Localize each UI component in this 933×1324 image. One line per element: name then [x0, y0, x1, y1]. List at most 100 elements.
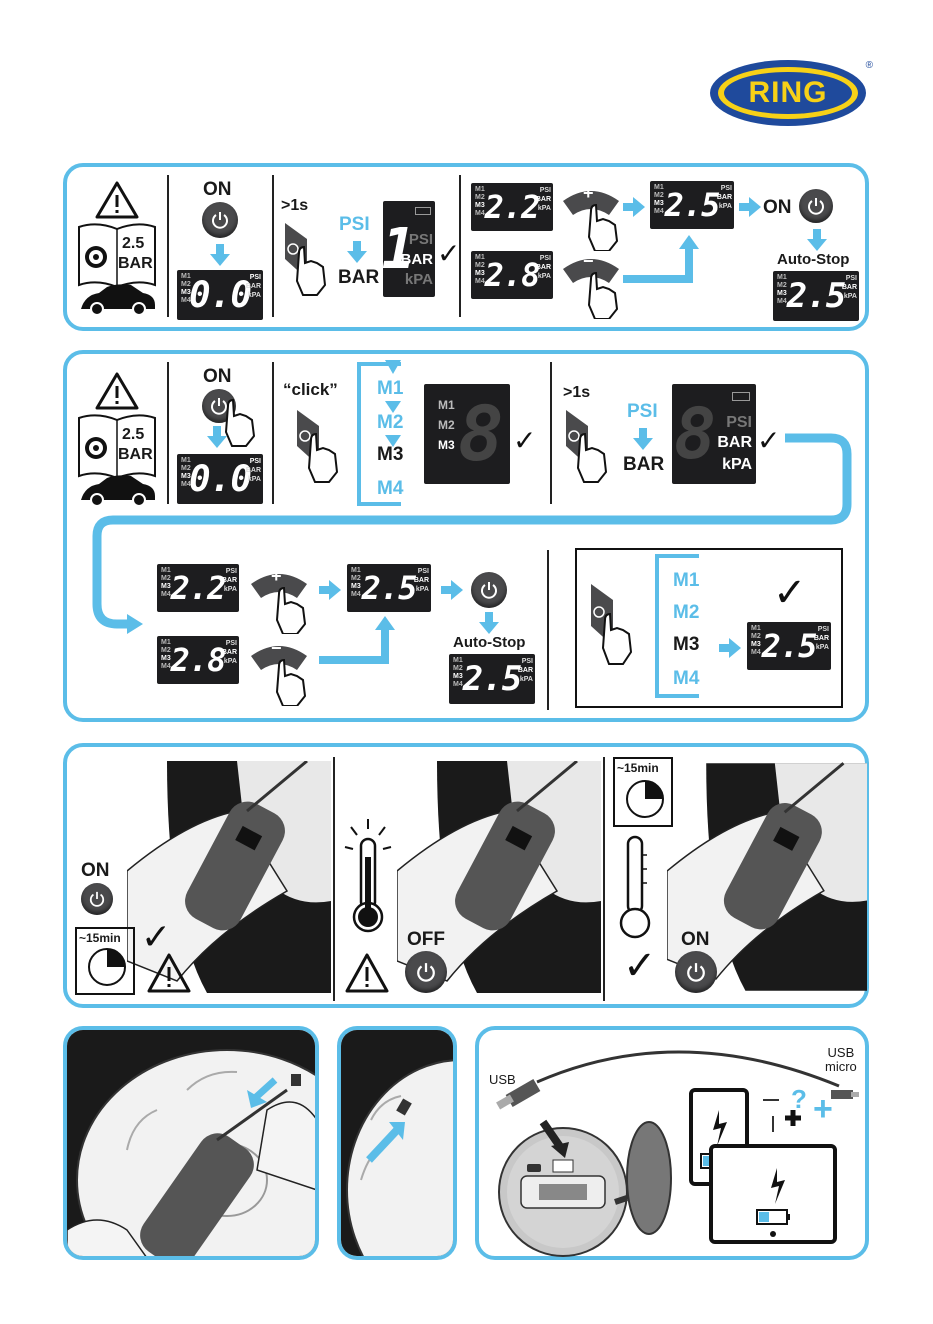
arrow-right-icon [739, 197, 761, 222]
inflator-photo-2 [397, 761, 601, 993]
plus-button-icon[interactable]: + [561, 181, 621, 252]
psi-label: PSI [339, 214, 370, 235]
mode-m2: M2 [673, 602, 700, 623]
auto-stop-label: Auto-Stop [777, 251, 850, 268]
cool-thermometer-icon [617, 835, 653, 946]
on-label: ON [203, 366, 232, 387]
off-label: OFF [407, 929, 445, 950]
mode-m4: M4 [377, 478, 404, 499]
warning-icon [147, 953, 191, 998]
on-label: ON [81, 860, 110, 881]
elbow-arrow-icon [319, 616, 399, 671]
timer-box: ~15min [613, 757, 673, 827]
arrow-down-icon [347, 241, 367, 268]
power-button-icon[interactable] [405, 951, 447, 993]
arrow-down-icon [207, 426, 227, 453]
lcd-unit-display: 1 PSI BAR kPA [383, 201, 435, 297]
timer-icon [87, 947, 127, 992]
checkmark-icon: ✓ [513, 424, 537, 457]
power-button-icon[interactable] [675, 951, 717, 993]
on-label-2: ON [681, 929, 710, 950]
mode-m1: M1 [673, 570, 700, 591]
hand-press-icon [562, 406, 612, 486]
inflator-top-view [491, 1118, 679, 1258]
panel-duty-cycle: ON ~15min ✓ OFF [63, 743, 869, 1008]
bar-label: BAR [338, 267, 380, 288]
arrow-down-icon [385, 360, 401, 379]
click-label: “click” [283, 380, 338, 399]
panel-attach-hose [63, 1026, 319, 1260]
timer-icon [625, 779, 665, 824]
usb-cable [479, 1030, 869, 1130]
panel-usb-charging: USB USB micro ? + [475, 1026, 869, 1260]
hand-press-icon [222, 398, 262, 453]
hold-duration-label: >1s [281, 197, 309, 214]
arrow-down-icon [385, 400, 401, 418]
hand-press-icon [293, 406, 343, 486]
minus-button-icon[interactable]: − [249, 636, 309, 707]
plus-button-icon[interactable]: + [249, 564, 309, 635]
on-label-2: ON [763, 197, 792, 218]
auto-stop-label: Auto-Stop [453, 634, 526, 651]
registered-mark: ® [865, 60, 873, 71]
checkmark-icon: ✓ [623, 943, 657, 989]
power-button-icon[interactable] [202, 202, 238, 238]
minus-button-icon[interactable]: − [561, 249, 621, 320]
book-pressure-value: 2.5 [122, 426, 145, 443]
question-mark: ? [791, 1084, 807, 1114]
on-label: ON [203, 179, 232, 200]
checkmark-icon: ✓ [437, 237, 461, 270]
plus-sign: + [813, 1090, 833, 1128]
separator [547, 550, 549, 710]
lcd-mode-display: M1 M2 M3 8 [424, 384, 510, 484]
warning-icon [345, 953, 389, 998]
hot-thermometer-icon [343, 817, 393, 942]
arrow-down-icon [385, 434, 401, 452]
flow-connector [67, 354, 873, 654]
panel-valve-cap [337, 1026, 457, 1260]
separator [272, 362, 274, 504]
checkmark-icon: ✓ [773, 570, 807, 616]
elbow-arrow-icon [623, 235, 703, 290]
connector-icon [759, 1096, 809, 1141]
inflator-photo-3 [667, 761, 867, 993]
power-button-icon[interactable] [81, 883, 113, 915]
mode-cycle-bracket [357, 362, 401, 506]
mode-m1: M1 [377, 378, 404, 399]
mode-m3: M3 [673, 634, 700, 655]
separator [333, 757, 335, 1001]
hold-duration-label: >1s [563, 384, 591, 401]
timer-label: ~15min [79, 931, 121, 945]
ring-logo: RING ® [707, 56, 873, 128]
usb-label: USB [489, 1072, 516, 1087]
book-pressure-value: 2.5 [122, 235, 145, 252]
power-button-icon[interactable] [799, 189, 833, 223]
arrow-down-icon [807, 229, 827, 256]
lcd-unit-display: 8 PSI BAR kPA [672, 384, 756, 484]
logo-text: RING [748, 76, 828, 109]
separator [459, 175, 461, 317]
power-button-icon[interactable] [471, 572, 507, 608]
manual-book: 2.5 BAR [75, 368, 160, 508]
timer-label: ~15min [617, 761, 659, 775]
arrow-right-icon [719, 638, 741, 663]
book-pressure-unit: BAR [118, 255, 153, 272]
inflator-photo-1 [127, 761, 331, 993]
mode-m4: M4 [673, 668, 700, 689]
hand-press-icon [587, 580, 637, 670]
checkmark-icon: ✓ [141, 917, 172, 958]
mode-m2: M2 [377, 412, 404, 433]
separator [550, 362, 552, 504]
arrow-down-icon [479, 612, 499, 639]
